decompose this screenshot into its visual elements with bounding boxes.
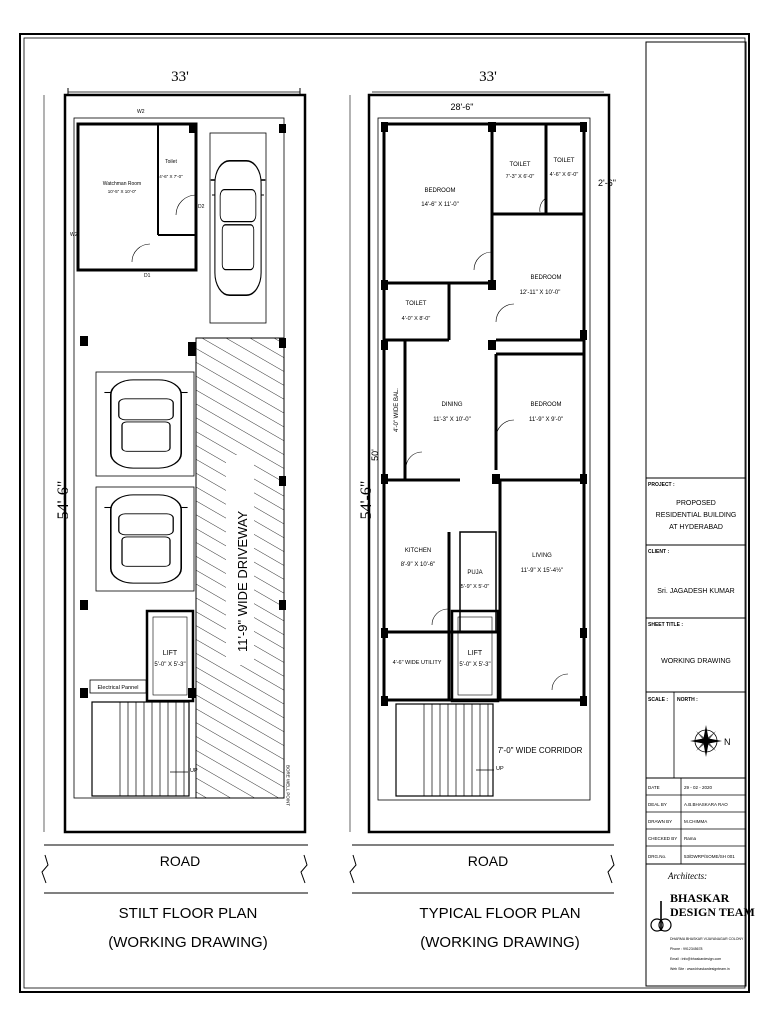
parking-bay-top bbox=[209, 132, 267, 324]
bedroom-3-size: 11'-9" X 9'-0" bbox=[529, 417, 563, 423]
row-label: DATE bbox=[648, 785, 660, 790]
firm-address: DHARMA BHASKAR VIJAYANAGAR COLONY bbox=[670, 937, 744, 941]
firm-name-line-1: BHASKAR bbox=[670, 891, 730, 905]
firm-web: Web Site : www.bhaskardesignteam.in bbox=[670, 967, 730, 971]
typical-width-dimension: 33' bbox=[479, 69, 497, 85]
row-label: DRG.No. bbox=[648, 854, 666, 859]
typical-side-dim: 2'-6" bbox=[598, 178, 616, 188]
firm-logo-icon bbox=[650, 901, 672, 932]
row-value: 53/DWRP/SOME/SH 001 bbox=[684, 854, 735, 859]
kitchen-label: KITCHEN bbox=[405, 548, 431, 554]
typical-lift-size: 5'-0" X 5'-3" bbox=[459, 662, 490, 668]
balcony-label: 4'-0" WIDE BAL. bbox=[394, 388, 400, 432]
stilt-caption: STILT FLOOR PLAN bbox=[119, 905, 258, 922]
architects-label: Architects: bbox=[667, 871, 707, 881]
row-value: M.CHIMMA bbox=[684, 819, 707, 824]
electrical-panel-label: Electrical Pannel bbox=[98, 685, 139, 691]
stilt-lift-label: LIFT bbox=[163, 650, 178, 657]
typical-lift bbox=[450, 609, 500, 703]
toilet-a-size: 7'-3" X 6'-0" bbox=[506, 174, 535, 180]
sheet-border bbox=[19, 33, 750, 993]
bedroom-2-size: 12'-11" X 10'-0" bbox=[520, 290, 561, 296]
firm-email: Email : info@bhaskardesign.com bbox=[670, 957, 721, 961]
watchman-room-label: Watchman Room bbox=[103, 181, 141, 187]
typical-road-label: ROAD bbox=[468, 853, 508, 869]
svg-text:W2: W2 bbox=[137, 109, 145, 115]
bore-well-label: BORE WELL POINT bbox=[286, 765, 291, 806]
row-value: 29 - 02 - 2020 bbox=[684, 785, 713, 790]
scale-label: SCALE : bbox=[648, 697, 668, 703]
row-value: Rama bbox=[684, 836, 697, 841]
bedroom-2-label: BEDROOM bbox=[530, 275, 561, 281]
typical-lift-label: LIFT bbox=[468, 650, 483, 657]
stilt-toilet-label: Toilet bbox=[165, 159, 177, 165]
stilt-lift bbox=[145, 609, 195, 703]
stilt-width-dimension: 33' bbox=[171, 69, 189, 85]
stilt-staircase bbox=[91, 701, 190, 797]
north-letter: N bbox=[724, 737, 731, 747]
stilt-depth-dimension: 54'-6" bbox=[55, 481, 72, 520]
typical-staircase bbox=[395, 703, 494, 797]
dining-label: DINING bbox=[442, 402, 463, 408]
stilt-lift-size: 5'-0" X 5'-3" bbox=[154, 662, 185, 668]
electrical-panel bbox=[89, 679, 147, 694]
toilet-a-label: TOILET bbox=[510, 162, 531, 168]
client-label: CLIENT : bbox=[648, 549, 669, 555]
sheet-title-label: SHEET TITLE : bbox=[648, 622, 683, 628]
row-value: A.B.BHASKARA RAO bbox=[684, 802, 728, 807]
stilt-road-label: ROAD bbox=[160, 853, 200, 869]
puja-size: 5'-9" X 5'-0" bbox=[461, 584, 490, 590]
stilt-floor-plan: 33' Watchman Room 10'-5" X 10'-0" Toilet… bbox=[41, 69, 308, 951]
project-line-2: RESIDENTIAL BUILDING bbox=[656, 512, 737, 519]
north-label: NORTH : bbox=[677, 697, 698, 703]
watchman-room bbox=[76, 122, 198, 272]
typical-walls bbox=[382, 122, 586, 702]
row-label: CHECKED BY bbox=[648, 836, 677, 841]
row-label: DEAL BY bbox=[648, 802, 667, 807]
client-name: Sri. JAGADESH KUMAR bbox=[657, 588, 734, 595]
utility-label: 4'-6" WIDE UTILITY bbox=[393, 660, 442, 666]
typical-caption: TYPICAL FLOOR PLAN bbox=[419, 905, 580, 922]
project-label: PROJECT : bbox=[648, 482, 675, 488]
typical-floor-plan: 33' 28'-6" BEDROOM 14'-6" X 11' bbox=[349, 69, 616, 951]
row-label: DRAWN BY bbox=[648, 819, 672, 824]
kitchen-size: 8'-9" X 10'-6" bbox=[401, 562, 436, 568]
typical-caption-sub: (WORKING DRAWING) bbox=[420, 934, 579, 951]
stilt-up-label: UP bbox=[190, 768, 198, 774]
north-arrow-icon bbox=[690, 725, 722, 757]
watchman-room-size: 10'-5" X 10'-0" bbox=[108, 189, 137, 194]
driveway-label: 11'-9" WIDE DRIVEWAY bbox=[235, 510, 250, 652]
project-line-1: PROPOSED bbox=[676, 500, 716, 507]
puja-label: PUJA bbox=[467, 570, 482, 576]
svg-text:W2: W2 bbox=[70, 232, 78, 238]
bedroom-1-size: 14'-6" X 11'-0" bbox=[421, 202, 458, 208]
bedroom-1-label: BEDROOM bbox=[424, 188, 455, 194]
sheet-title: WORKING DRAWING bbox=[661, 658, 731, 665]
firm-name-line-2: DESIGN TEAM bbox=[670, 905, 755, 919]
toilet-b-size: 4'-6" X 6'-0" bbox=[550, 172, 579, 178]
parking-bay-middle bbox=[95, 371, 195, 477]
living-label: LIVING bbox=[532, 553, 552, 559]
firm-phone: Phone : 9912345678 bbox=[670, 947, 703, 951]
typical-inner-depth: 50' bbox=[370, 449, 380, 461]
project-line-3: AT HYDERABAD bbox=[669, 524, 723, 531]
typical-up-label: UP bbox=[496, 766, 504, 772]
bedroom-3-label: BEDROOM bbox=[530, 402, 561, 408]
typical-depth-dimension: 54'-6" bbox=[358, 481, 375, 520]
stilt-caption-sub: (WORKING DRAWING) bbox=[108, 934, 267, 951]
dining-size: 11'-3" X 10'-0" bbox=[433, 417, 470, 423]
corridor-label: 7'-0" WIDE CORRIDOR bbox=[498, 746, 583, 755]
toilet-c-size: 4'-0" X 8'-0" bbox=[402, 316, 431, 322]
living-size: 11'-9" X 15'-4½" bbox=[521, 567, 563, 574]
typical-inner-width: 28'-6" bbox=[451, 102, 474, 112]
toilet-b-label: TOILET bbox=[554, 158, 575, 164]
parking-bay-lower bbox=[95, 486, 195, 592]
stilt-toilet-size: 4'-6" X 7'-0" bbox=[159, 174, 183, 179]
toilet-c-label: TOILET bbox=[406, 301, 427, 307]
title-block-rows: DATE 29 - 02 - 2020 DEAL BY A.B.BHASKARA… bbox=[646, 778, 746, 865]
svg-text:D1: D1 bbox=[144, 273, 151, 279]
svg-text:D2: D2 bbox=[198, 204, 205, 210]
title-block: PROJECT : PROPOSED RESIDENTIAL BUILDING … bbox=[645, 41, 755, 987]
